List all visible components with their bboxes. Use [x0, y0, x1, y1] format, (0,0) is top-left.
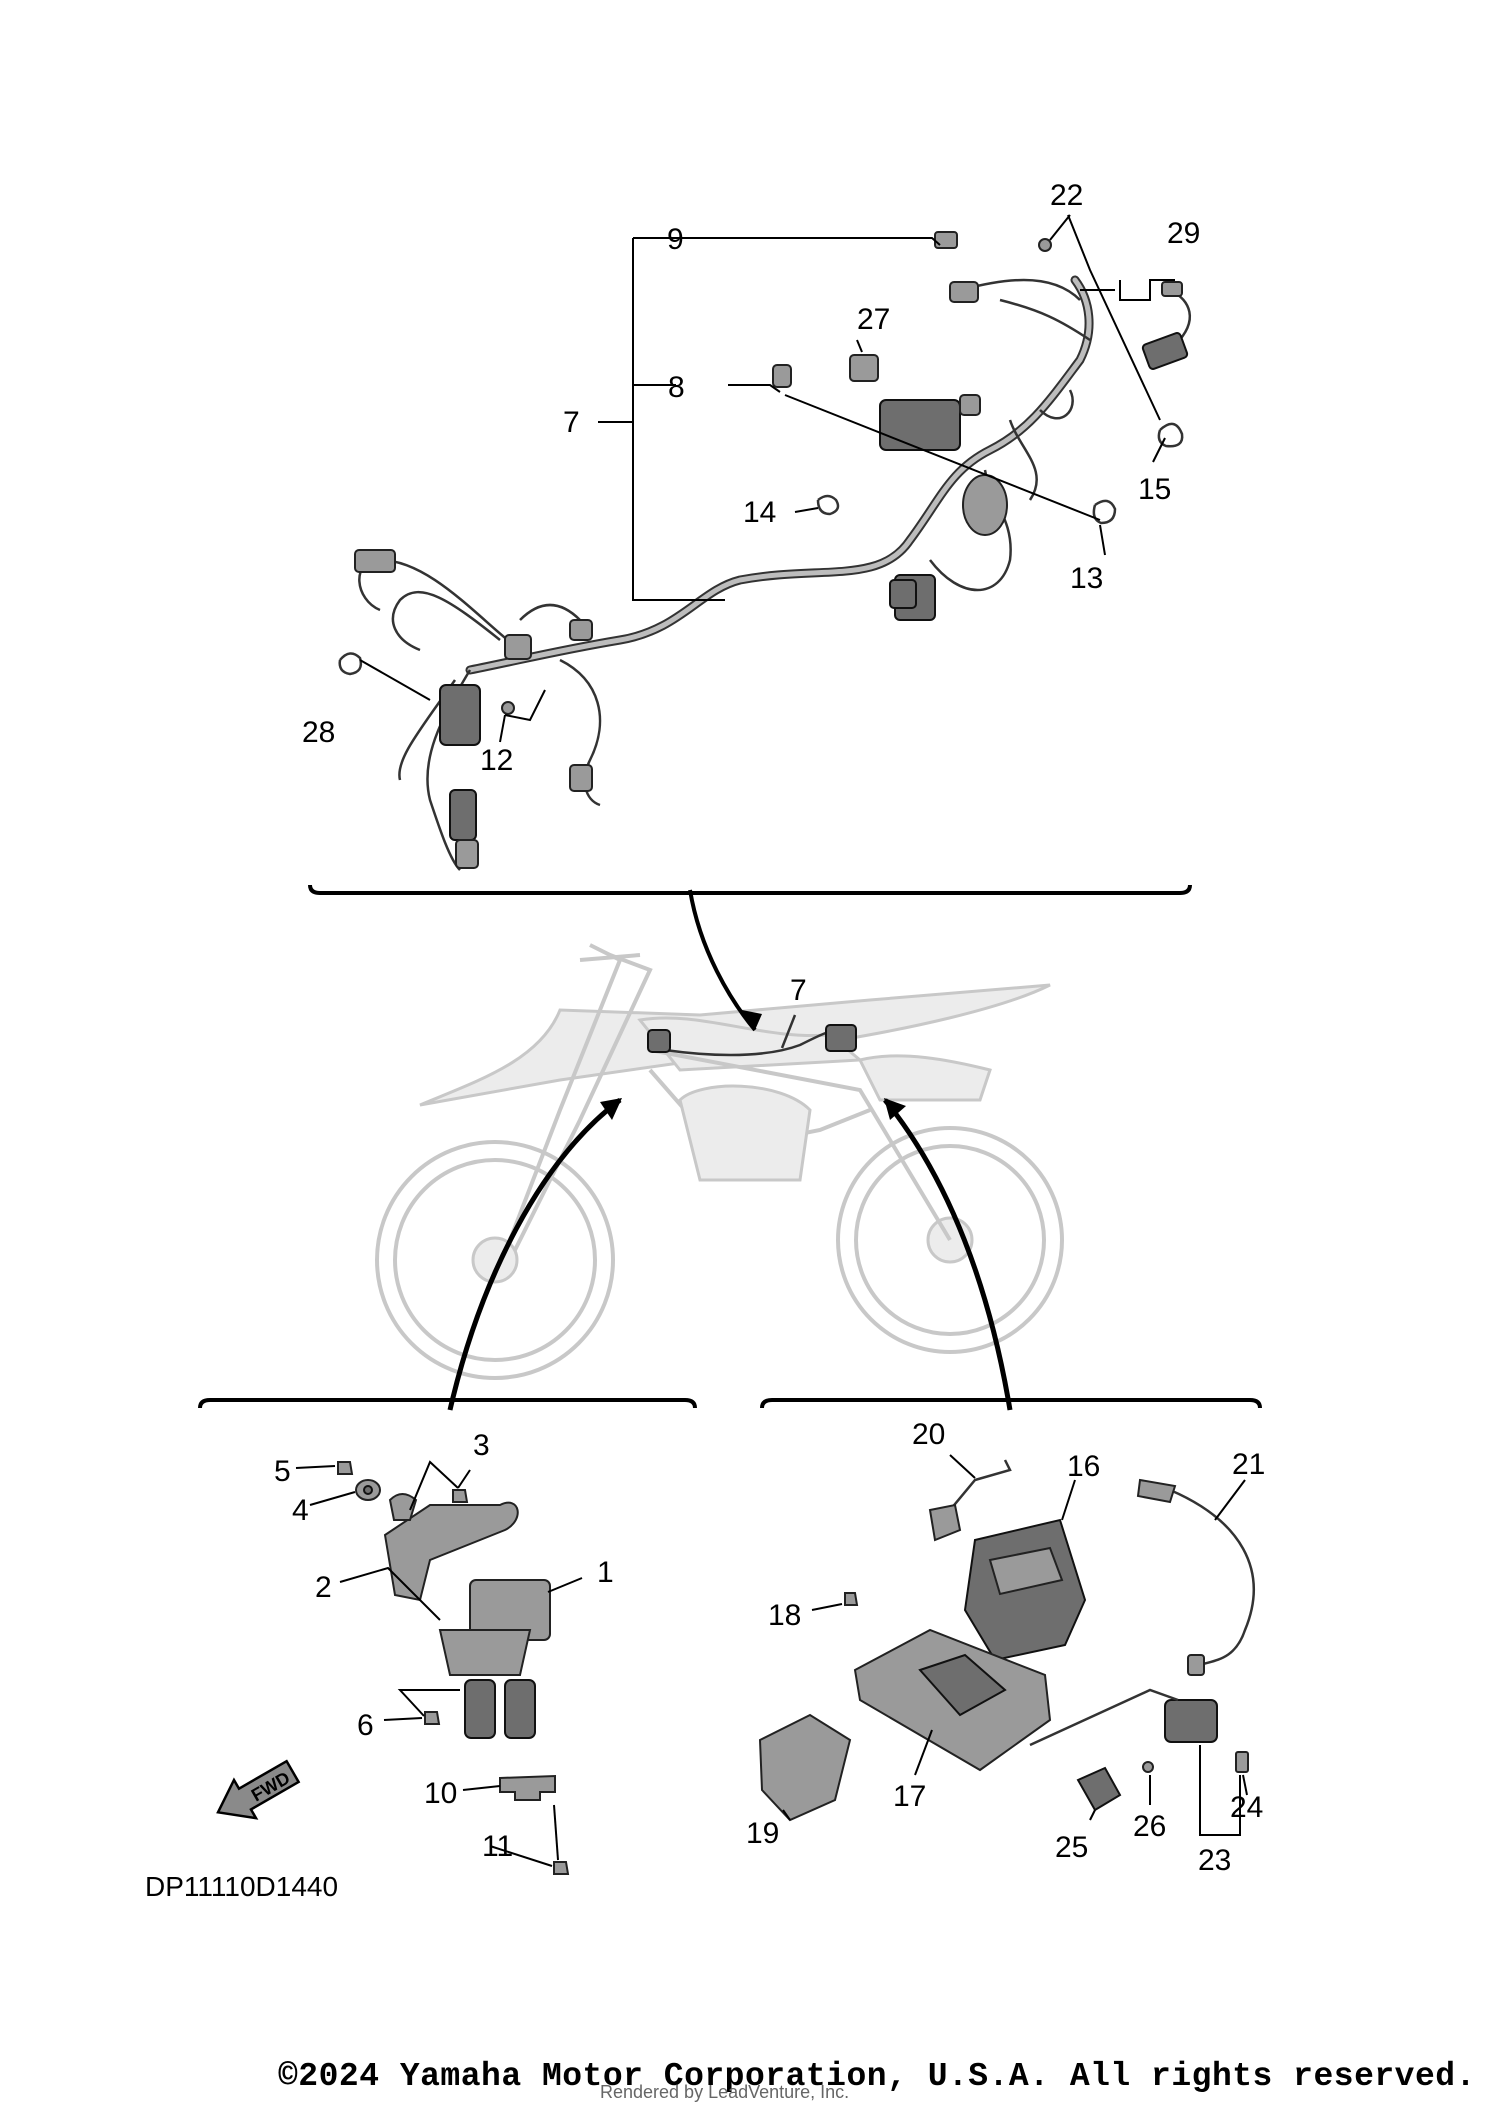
bolt-5 — [337, 1461, 354, 1475]
ecu-16 — [963, 1518, 1087, 1662]
relay-27 — [849, 354, 879, 382]
cover-19 — [758, 1713, 852, 1822]
diagram-code: DP11110D1440 — [145, 1871, 339, 1902]
motorcycle-outline — [375, 889, 1064, 1411]
callout-7-bike: 7 — [790, 974, 807, 1007]
callout-5: 5 — [274, 1455, 291, 1488]
lead-29 — [1141, 332, 1189, 370]
callout-27: 27 — [857, 303, 890, 336]
callout-18: 18 — [768, 1599, 801, 1632]
callout-3: 3 — [473, 1429, 490, 1462]
callout-14: 14 — [743, 496, 776, 529]
rendered-by-watermark: Rendered by LeadVenture, Inc. — [600, 2082, 850, 2102]
wire-harness-group — [308, 231, 1192, 895]
callout-28: 28 — [302, 716, 335, 749]
callout-1: 1 — [597, 1556, 614, 1589]
fwd-arrow-icon: FWD — [216, 1759, 301, 1820]
callout-8: 8 — [668, 371, 685, 404]
callout-22: 22 — [1050, 179, 1083, 212]
callout-12: 12 — [480, 744, 513, 777]
screw-11 — [553, 1861, 570, 1875]
callout-24: 24 — [1230, 1791, 1263, 1824]
callout-19: 19 — [746, 1817, 779, 1850]
callout-25: 25 — [1055, 1831, 1088, 1864]
clamp-15 — [1157, 422, 1184, 448]
fuse-holder-25 — [1076, 1766, 1122, 1812]
relay-23 — [1164, 1699, 1218, 1743]
connector-9 — [934, 231, 958, 249]
callout-4: 4 — [292, 1494, 309, 1527]
top-leaders — [359, 214, 1175, 743]
callout-23: 23 — [1198, 1844, 1231, 1877]
lead-21 — [1136, 1478, 1177, 1504]
callout-numbers: 9 8 7 27 22 29 15 13 14 28 12 7 5 4 3 2 … — [274, 179, 1265, 1877]
clamp-28 — [338, 652, 363, 676]
callout-2: 2 — [315, 1571, 332, 1604]
connector-8 — [772, 364, 792, 388]
callout-17: 17 — [893, 1780, 926, 1813]
callout-15: 15 — [1138, 473, 1171, 506]
callout-11: 11 — [482, 1830, 513, 1863]
callout-7: 7 — [563, 406, 580, 439]
ecu-group — [758, 1398, 1262, 1836]
fuse-24 — [1235, 1751, 1249, 1773]
bolt-6 — [424, 1711, 441, 1725]
callout-26: 26 — [1133, 1810, 1166, 1843]
callout-20: 20 — [912, 1418, 945, 1451]
bolt-18 — [844, 1592, 859, 1606]
clamp-14 — [816, 494, 840, 516]
bolt-26 — [1142, 1761, 1154, 1773]
clamp-12 — [501, 701, 515, 715]
copyright-notice: ©2024 Yamaha Motor Corporation, U.S.A. A… — [278, 2058, 1476, 2095]
callout-10: 10 — [424, 1777, 457, 1810]
band-20 — [928, 1503, 962, 1542]
plate-10 — [499, 1774, 556, 1801]
callout-9: 9 — [667, 223, 684, 256]
bolt-3 — [452, 1489, 469, 1503]
callout-6: 6 — [357, 1709, 374, 1742]
callout-21: 21 — [1232, 1448, 1265, 1481]
callout-16: 16 — [1067, 1450, 1100, 1483]
bracket-2 — [383, 1501, 519, 1602]
callout-29: 29 — [1167, 217, 1200, 250]
callout-13: 13 — [1070, 562, 1103, 595]
bolt-22 — [1038, 238, 1052, 252]
coil-group: FWD — [198, 1398, 697, 1875]
clamp-13 — [1092, 499, 1117, 525]
